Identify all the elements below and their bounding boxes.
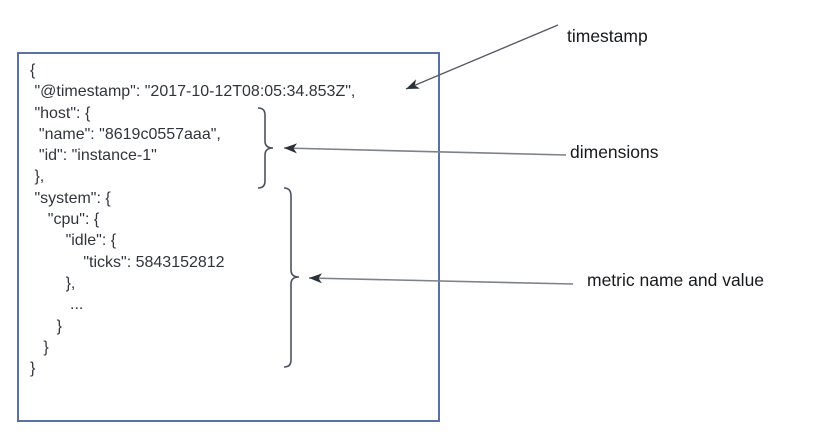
json-code: { "@timestamp": "2017-10-12T08:05:34.853… — [30, 62, 356, 378]
json-document-box: { "@timestamp": "2017-10-12T08:05:34.853… — [17, 52, 440, 422]
annotation-label-dimensions: dimensions — [570, 142, 659, 162]
annotation-label-metric-name-and-value: metric name and value — [587, 270, 765, 290]
annotation-label-timestamp: timestamp — [567, 26, 648, 46]
